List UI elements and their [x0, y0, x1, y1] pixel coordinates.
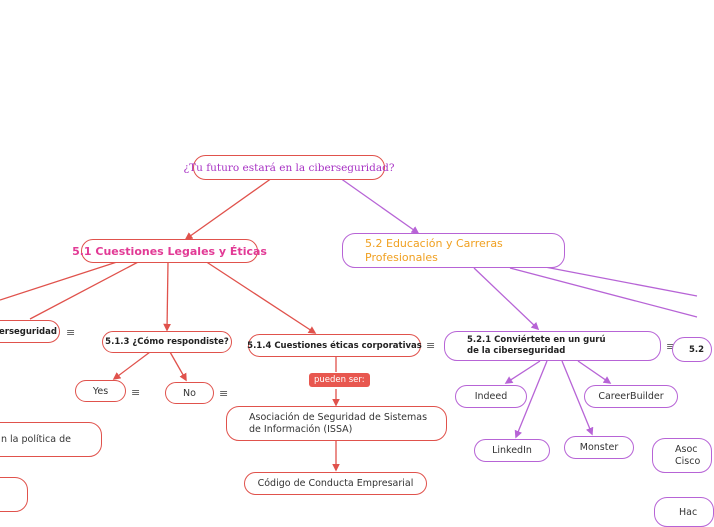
assoc-label: Asoc Cisco	[675, 443, 701, 467]
root-node[interactable]: ¿Tu futuro estará en la ciberseguridad?	[184, 155, 395, 180]
yes-node[interactable]: Yes	[75, 380, 126, 402]
edge-legal-question	[163, 261, 171, 332]
edge-legal-cyber	[29, 260, 141, 320]
linkedin-label: LinkedIn	[492, 445, 532, 456]
policy-node[interactable]: n la política de	[0, 422, 102, 457]
edge-guru-indeed	[504, 360, 541, 384]
hack-node[interactable]: Hac	[654, 497, 714, 527]
cyber-label: erseguridad	[0, 326, 57, 337]
edge-root-education	[339, 177, 420, 234]
edge-guru-monster	[561, 360, 594, 436]
notes-icon[interactable]: ≡	[666, 340, 676, 353]
root-label: ¿Tu futuro estará en la ciberseguridad?	[183, 161, 395, 174]
indeed-label: Indeed	[474, 391, 508, 402]
linkedin-node[interactable]: LinkedIn	[474, 439, 550, 462]
cyber-node[interactable]: erseguridad	[0, 320, 60, 343]
careerbuilder-node[interactable]: CareerBuilder	[584, 385, 678, 408]
edge-guru-careerbuilder	[577, 360, 612, 384]
edge-legal-corporate	[204, 260, 317, 334]
hack-label: Hac	[679, 506, 698, 518]
code-node[interactable]: Código de Conducta Empresarial	[244, 472, 427, 495]
no-node[interactable]: No	[165, 382, 214, 404]
legal-label: 5.1 Cuestiones Legales y Éticas	[72, 244, 267, 258]
no-label: No	[183, 387, 196, 399]
corporate-node[interactable]: 5.1.4 Cuestiones éticas corporativas	[247, 334, 422, 357]
connector-badge: pueden ser:	[309, 373, 370, 387]
guru-node[interactable]: 5.2.1 Conviértete en un gurú de la ciber…	[444, 331, 661, 361]
next-label: 5.2	[689, 344, 705, 355]
notes-icon[interactable]: ≡	[66, 326, 76, 339]
edge-education-right2	[544, 266, 698, 297]
legal-node[interactable]: 5.1 Cuestiones Legales y Éticas	[72, 239, 267, 263]
edge-root-legal	[184, 177, 273, 240]
notes-icon[interactable]: ≡	[219, 387, 229, 400]
question-label: 5.1.3 ¿Cómo respondiste?	[105, 337, 229, 347]
monster-label: Monster	[579, 442, 619, 453]
partial-node[interactable]	[0, 477, 28, 512]
code-label: Código de Conducta Empresarial	[257, 478, 414, 489]
notes-icon[interactable]: ≡	[131, 386, 141, 399]
yes-label: Yes	[92, 385, 109, 397]
edge-question-no	[169, 351, 187, 382]
guru-label: 5.2.1 Conviértete en un gurú de la ciber…	[467, 335, 606, 356]
monster-node[interactable]: Monster	[564, 436, 634, 459]
education-node[interactable]: 5.2 Educación y Carreras Profesionales	[342, 233, 565, 268]
corporate-label: 5.1.4 Cuestiones éticas corporativas	[247, 340, 422, 351]
careerbuilder-label: CareerBuilder	[598, 391, 664, 402]
issa-label: Asociación de Seguridad de Sistemas de I…	[249, 411, 428, 435]
next-node[interactable]: 5.2	[672, 337, 712, 362]
edge-question-yes	[112, 351, 151, 380]
edge-legal-left	[0, 260, 121, 301]
question-node[interactable]: 5.1.3 ¿Cómo respondiste?	[102, 331, 232, 353]
indeed-node[interactable]: Indeed	[455, 385, 527, 408]
edge-education-right1	[509, 267, 698, 318]
policy-label: n la política de	[1, 434, 71, 445]
edge-education-guru	[473, 267, 540, 331]
assoc-node[interactable]: Asoc Cisco	[652, 438, 712, 473]
notes-icon[interactable]: ≡	[426, 339, 436, 352]
issa-node[interactable]: Asociación de Seguridad de Sistemas de I…	[226, 406, 447, 441]
education-label: 5.2 Educación y Carreras Profesionales	[365, 236, 503, 264]
edge-guru-linkedin	[514, 360, 548, 439]
mindmap-connectors	[0, 177, 698, 472]
